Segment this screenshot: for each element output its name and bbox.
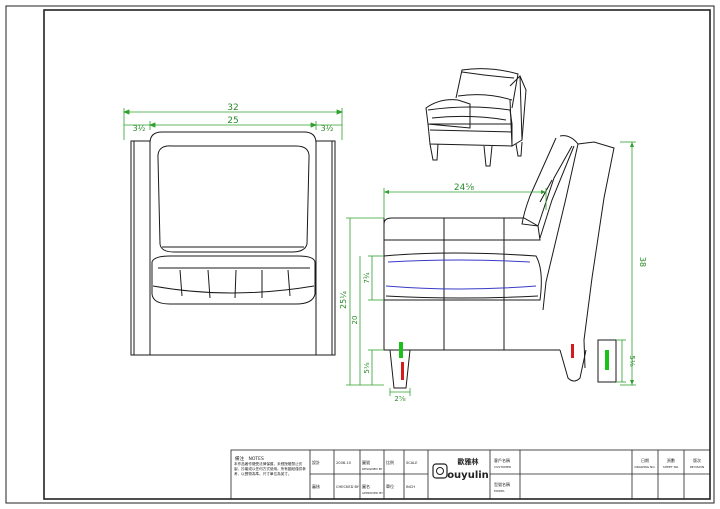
dim-leg-width: 2⅝ — [394, 395, 405, 403]
dim-depth: 24⅝ — [454, 183, 474, 193]
rear-leg-marker-red — [571, 344, 574, 358]
dim-left-arm-width: 3½ — [133, 124, 146, 133]
right-cell-2-label: 頁數 — [667, 457, 675, 463]
dim-right-arm-width: 3½ — [321, 124, 334, 133]
logo-text-en: ouyulin — [447, 470, 489, 481]
front-leg-marker-red — [401, 362, 404, 380]
customer-sub: CUSTOMER — [494, 465, 511, 469]
scale-label: 比例 — [386, 459, 394, 465]
title-block-text: 備注 NOTES 本作品著作權受法律保護，未經授權禁止仿製、抄襲或以任何方式使用… — [234, 455, 704, 495]
model-label: 型號名稱 — [494, 481, 510, 487]
right-cell-1-sub: DRAWING NO. — [635, 465, 656, 469]
title-block — [230, 449, 711, 500]
perspective-back — [455, 68, 519, 109]
drawing-frame — [43, 9, 711, 500]
dim-overall-height: 38 — [638, 257, 647, 267]
drawn-label: 設計 — [312, 459, 320, 465]
design-value: DESIGNED BY — [362, 467, 383, 471]
design-label: 圖號 — [362, 459, 370, 465]
customer-label: 客戶名稱 — [494, 457, 510, 463]
model-sub: MODEL — [494, 489, 505, 493]
right-cell-3-sub: REVISION — [690, 465, 704, 469]
company-logo: 歐雅林 ouyulin — [432, 457, 489, 481]
dim-arm-height: 25¼ — [339, 291, 348, 309]
front-seat-cushion — [151, 255, 316, 305]
check-value: CHECKED BY — [336, 485, 360, 489]
side-rear-leg — [559, 349, 587, 382]
notes-text-box: 本作品著作權受法律保護，未經授權禁止仿製、抄襲或以任何方式使用。所有圖紙僅供參考… — [234, 462, 306, 477]
dim-leg-height: 5⅛ — [363, 362, 371, 373]
front-back-cushion — [157, 145, 310, 253]
sheet-border — [5, 5, 715, 504]
approve-value: APPROVED BY — [362, 491, 383, 495]
front-back-top — [149, 131, 317, 144]
detail-leg-marker — [605, 350, 609, 370]
side-arm — [383, 217, 541, 241]
dim-overall-width: 32 — [227, 103, 238, 113]
right-cell-3-label: 版次 — [693, 457, 701, 463]
leg-detail — [597, 339, 617, 383]
front-dimensions — [122, 108, 344, 140]
logo-text-cn: 歐雅林 — [458, 457, 480, 466]
perspective-sketch — [425, 68, 527, 167]
dim-leg-detail-height: 5⅛ — [628, 355, 636, 366]
check-label: 審核 — [312, 483, 320, 489]
side-front-leg — [389, 349, 411, 389]
notes-label: 備注 NOTES — [235, 455, 264, 462]
front-leg-marker — [399, 342, 403, 358]
approve-label: 圖名 — [362, 483, 370, 489]
unit-label: 單位 — [386, 483, 394, 489]
dim-seat-cushion: 7¾ — [363, 272, 371, 283]
perspective-left-arm — [425, 99, 471, 129]
front-view — [130, 131, 336, 356]
side-back-frame — [577, 141, 615, 369]
scale-value: SCALE — [406, 461, 418, 465]
unit-value: INCH — [406, 485, 415, 489]
dim-seat-height: 20 — [351, 316, 359, 325]
drawn-value: 2008.10 — [336, 461, 352, 465]
side-dimensions — [346, 141, 636, 396]
notes-text: 本作品著作權受法律保護，未經授權禁止仿製、抄襲或以任何方式使用。所有圖紙僅供參考… — [234, 462, 306, 477]
side-body — [383, 218, 560, 351]
side-seat-cushion — [383, 252, 542, 301]
right-cell-1-label: 日期 — [641, 457, 649, 463]
side-view — [383, 135, 617, 389]
right-cell-2-sub: SHEET NO. — [663, 465, 679, 469]
dim-inner-width: 25 — [227, 116, 238, 126]
leg-markers — [399, 342, 609, 380]
